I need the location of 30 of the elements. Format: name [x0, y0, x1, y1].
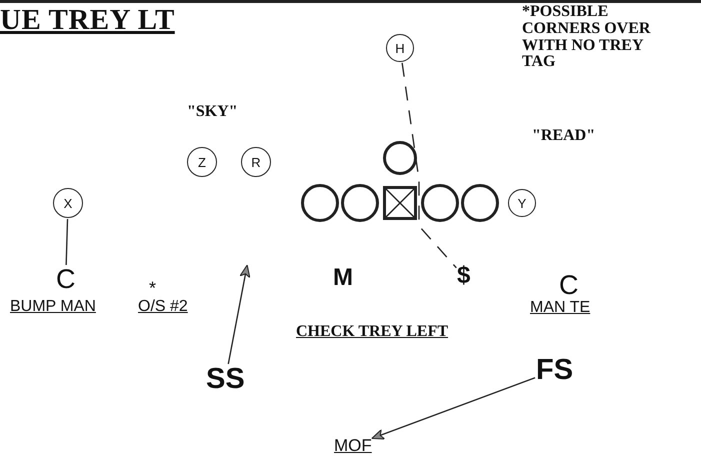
player-circle: Z [187, 147, 217, 177]
arrow [228, 264, 250, 364]
player-letter: SS [206, 365, 245, 394]
center-square [383, 186, 417, 220]
player-letter: MOF [334, 437, 372, 454]
player-circle: H [386, 34, 414, 62]
player-circle: Y [508, 189, 536, 217]
player-circle: X [53, 188, 83, 218]
assignment-label: MAN TE [530, 300, 590, 316]
player-circle: R [241, 147, 271, 177]
player-circle [341, 184, 379, 222]
note-text: CHECK TREY LEFT [296, 324, 448, 341]
player-letter: $ [457, 264, 470, 288]
arrow [371, 377, 536, 440]
player-circle [421, 184, 459, 222]
player-circle [383, 141, 417, 175]
note-text: "READ" [532, 128, 596, 145]
player-letter: M [333, 266, 353, 290]
note-text: O/S #2 [138, 299, 188, 316]
note-text: *POSSIBLE CORNERS OVER WITH NO TREY TAG [522, 4, 652, 72]
player-circle [301, 184, 339, 222]
player-letter: FS [536, 356, 574, 385]
player-letter: C [56, 266, 76, 293]
note-text: "SKY" [187, 104, 238, 121]
player-letter: C [559, 272, 578, 299]
player-circle [461, 184, 499, 222]
dashed-route-line [402, 62, 457, 268]
play-title: UE TREY LT [0, 4, 175, 37]
note-text: * [149, 279, 156, 298]
assignment-label: BUMP MAN [10, 299, 96, 315]
